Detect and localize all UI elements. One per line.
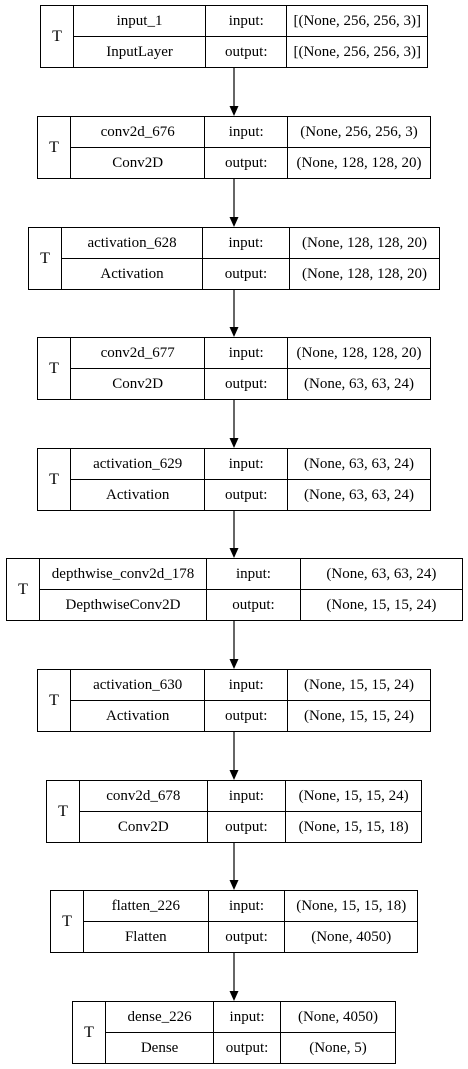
output-shape: (None, 128, 128, 20) [296, 154, 422, 171]
edge-arrowhead [229, 327, 239, 337]
output-label: output: [224, 375, 268, 392]
input-label: input: [205, 670, 288, 701]
layer-name: input_1 [74, 6, 206, 37]
edge-arrowhead [229, 991, 239, 1001]
edge-arrowhead [229, 770, 239, 780]
input-shape: (None, 63, 63, 24) [288, 449, 430, 480]
edge-arrowhead [229, 548, 239, 558]
input-label: input: [205, 117, 288, 148]
input-label: input: [207, 781, 286, 812]
input-shape: (None, 256, 256, 3) [288, 117, 430, 148]
type-marker: T [38, 670, 71, 731]
output-label: output: [224, 707, 268, 724]
layer-kind: Dense [140, 1039, 179, 1056]
layer-name: conv2d_677 [71, 338, 205, 369]
output-shape: (None, 15, 15, 24) [304, 707, 415, 724]
layer-name: activation_630 [71, 670, 205, 701]
output-shape: (None, 63, 63, 24) [304, 486, 415, 503]
output-label: output: [225, 928, 268, 945]
input-shape: (None, 128, 128, 20) [288, 338, 430, 369]
type-marker: T [41, 6, 74, 67]
output-label: output: [225, 43, 268, 60]
output-label: output: [224, 154, 268, 171]
type-marker: T [38, 117, 71, 178]
output-label: output: [225, 1039, 269, 1056]
input-label: input: [205, 449, 288, 480]
layer-name: activation_628 [62, 228, 203, 259]
type-marker: T [47, 781, 80, 842]
layer-kind: Conv2D [112, 154, 164, 171]
output-label: output: [225, 818, 268, 835]
layer-kind: DepthwiseConv2D [65, 596, 181, 613]
input-shape: (None, 15, 15, 24) [286, 781, 421, 812]
edge-arrowhead [229, 217, 239, 227]
output-shape: (None, 63, 63, 24) [304, 375, 415, 392]
input-label: input: [214, 1002, 280, 1033]
layer-kind: Activation [100, 265, 164, 282]
input-shape: [(None, 256, 256, 3)] [287, 6, 427, 37]
type-marker: T [38, 338, 71, 399]
output-shape: [(None, 256, 256, 3)] [293, 43, 421, 60]
input-shape: (None, 4050) [280, 1002, 395, 1033]
layer-kind: Flatten [124, 928, 167, 945]
input-label: input: [208, 891, 285, 922]
layer-kind: Conv2D [117, 818, 169, 835]
output-shape: (None, 15, 15, 18) [298, 818, 409, 835]
output-label: output: [224, 486, 268, 503]
layer-kind: Activation [106, 707, 170, 724]
input-shape: (None, 15, 15, 24) [288, 670, 430, 701]
type-marker: T [7, 559, 40, 620]
type-marker: T [51, 891, 84, 952]
edge-arrowhead [229, 659, 239, 669]
edge-arrowhead [229, 438, 239, 448]
layer-name: flatten_226 [84, 891, 208, 922]
input-shape: (None, 128, 128, 20) [289, 228, 439, 259]
type-marker: T [29, 228, 62, 289]
type-marker: T [38, 449, 71, 510]
type-marker: T [73, 1002, 106, 1063]
input-shape: (None, 63, 63, 24) [300, 559, 462, 590]
output-shape: (None, 5) [309, 1039, 367, 1056]
output-shape: (None, 128, 128, 20) [301, 265, 427, 282]
layer-name: depthwise_conv2d_178 [40, 559, 207, 590]
layer-name: activation_629 [71, 449, 205, 480]
input-label: input: [203, 228, 289, 259]
layer-name: dense_226 [106, 1002, 214, 1033]
layer-kind: Conv2D [112, 375, 164, 392]
input-label: input: [205, 338, 288, 369]
input-shape: (None, 15, 15, 18) [285, 891, 417, 922]
edge-arrowhead [229, 880, 239, 890]
output-label: output: [224, 265, 268, 282]
edge-arrowhead [229, 106, 239, 116]
layer-name: conv2d_676 [71, 117, 205, 148]
layer-kind: Activation [106, 486, 170, 503]
input-label: input: [207, 559, 300, 590]
layer-name: conv2d_678 [80, 781, 207, 812]
output-shape: (None, 4050) [311, 928, 392, 945]
input-label: input: [206, 6, 287, 37]
layer-kind: InputLayer [106, 43, 173, 60]
output-shape: (None, 15, 15, 24) [326, 596, 437, 613]
output-label: output: [232, 596, 275, 613]
